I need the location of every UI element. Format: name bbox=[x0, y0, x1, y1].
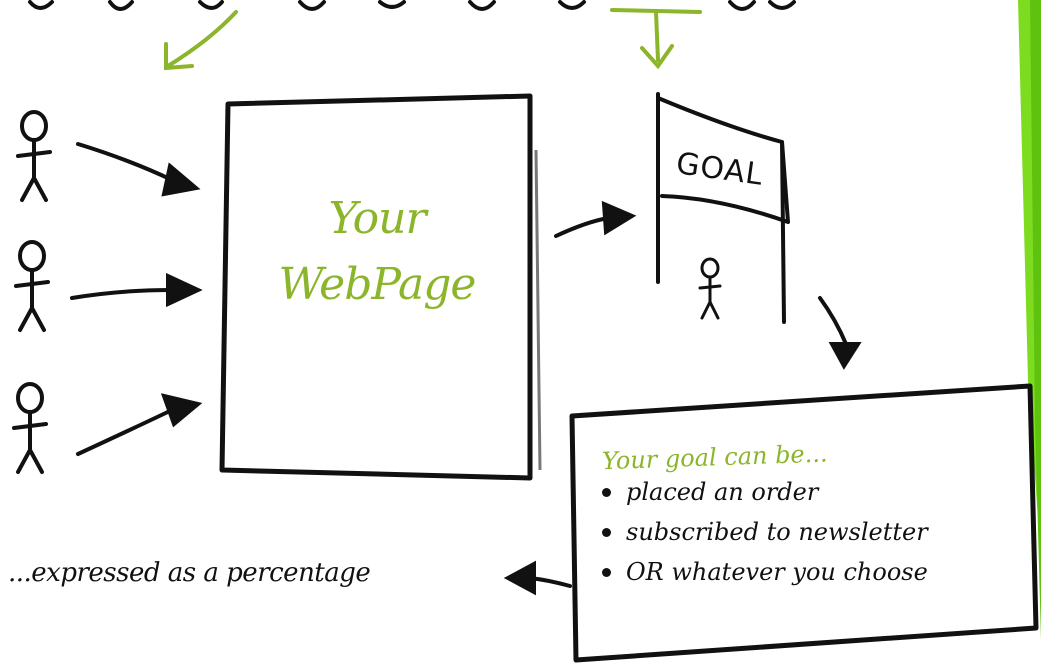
bullet-dot bbox=[602, 568, 611, 577]
goal-flag bbox=[658, 94, 788, 322]
goal-item-text: subscribed to newsletter bbox=[626, 518, 928, 546]
goal-list: placed an order subscribed to newsletter… bbox=[600, 472, 1020, 592]
webpage-label-line1: Your bbox=[262, 186, 492, 252]
goal-item: placed an order bbox=[600, 472, 1020, 512]
goal-item-text: OR whatever you choose bbox=[626, 558, 928, 586]
goal-options: Your goal can be... placed an order subs… bbox=[600, 440, 1020, 592]
goal-figure bbox=[700, 259, 720, 318]
visitor-arrow-1 bbox=[78, 144, 196, 194]
bullet-dot bbox=[602, 528, 611, 537]
goal-to-box-arrow bbox=[820, 298, 858, 366]
percentage-caption: ...expressed as a percentage bbox=[8, 558, 370, 588]
visitor-figure-3 bbox=[14, 384, 46, 472]
goal-item: subscribed to newsletter bbox=[600, 512, 1020, 552]
visitor-figure-2 bbox=[16, 242, 48, 330]
top-cropped-text bbox=[30, 2, 794, 9]
visitor-arrow-3 bbox=[78, 396, 198, 454]
webpage-label: Your WebPage bbox=[262, 186, 492, 318]
visitor-figure-1 bbox=[18, 112, 50, 200]
goal-item: OR whatever you choose bbox=[600, 552, 1020, 592]
goal-heading: Your goal can be... bbox=[602, 433, 1021, 476]
box-to-percentage-arrow bbox=[508, 564, 570, 592]
goal-item-text: placed an order bbox=[626, 478, 818, 506]
bullet-dot bbox=[602, 488, 611, 497]
green-arrow-goal bbox=[612, 10, 700, 66]
webpage-label-line2: WebPage bbox=[262, 252, 492, 318]
green-arrow-left bbox=[166, 12, 236, 68]
visitor-arrow-2 bbox=[72, 276, 198, 304]
webpage-to-goal-arrow bbox=[556, 204, 632, 236]
